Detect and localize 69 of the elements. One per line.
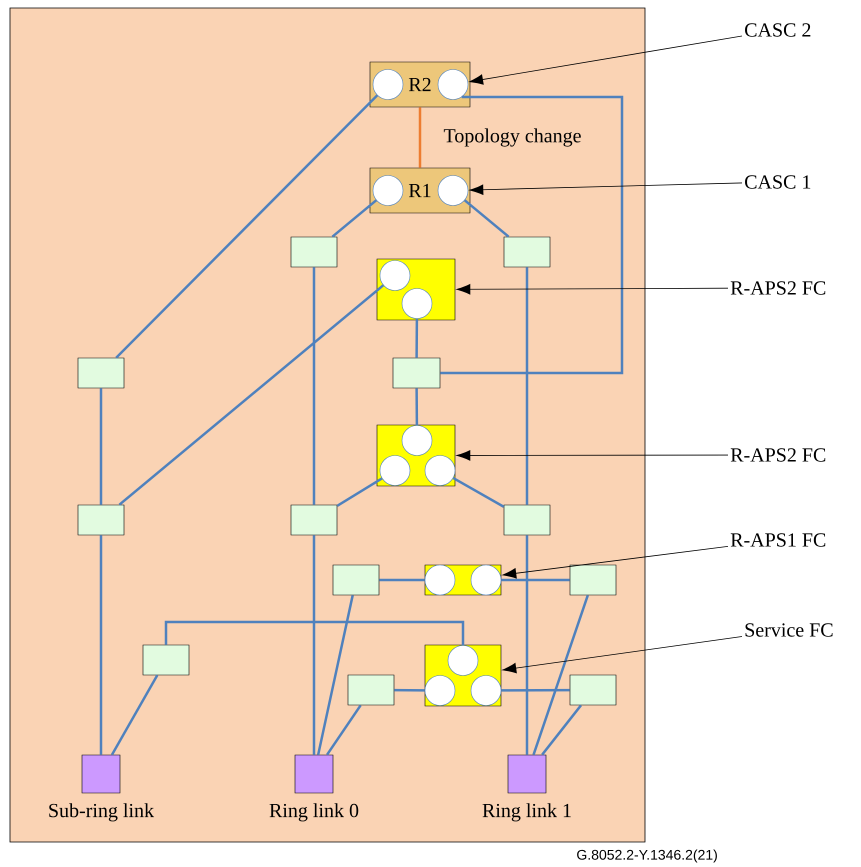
connector-line (100, 388, 102, 505)
process-box (504, 236, 550, 268)
leader-line (469, 36, 742, 85)
connector-line (336, 477, 383, 507)
edge-label: Topology change (442, 127, 582, 148)
connector-line (526, 535, 528, 755)
connector-line (110, 674, 158, 756)
connector-line (532, 594, 589, 756)
callout-label: CASC 1 (745, 175, 810, 189)
connector-line (415, 388, 418, 426)
callout-label: CASC 2 (745, 23, 810, 37)
link-label: Sub-ring link (49, 803, 154, 822)
port-circle (402, 425, 432, 456)
process-box (570, 674, 616, 706)
link-label: Ring link 1 (482, 803, 571, 822)
process-box (332, 564, 380, 596)
figure-id: G.8052.2-Y.1346.2(21) (577, 849, 717, 863)
connector-line (379, 578, 425, 582)
port-circle (372, 69, 404, 100)
connector-line (415, 318, 418, 358)
process-box (78, 504, 124, 536)
connector-line (418, 107, 422, 168)
port-circle (438, 175, 468, 206)
connector-line (440, 96, 624, 374)
port-circle (424, 455, 456, 486)
port-circle (424, 564, 456, 596)
callout-label: R-APS1 FC (730, 533, 826, 547)
connector-line (316, 595, 354, 755)
process-box (290, 504, 338, 536)
port-circle (372, 175, 404, 206)
connector-line (394, 688, 425, 692)
callout-label: Service FC (746, 623, 833, 637)
callout-label: R-APS2 FC (730, 281, 826, 295)
process-box (348, 674, 394, 706)
connector-line (326, 704, 362, 756)
port-circle (380, 455, 410, 486)
connector-line (312, 535, 316, 755)
process-box (504, 504, 550, 536)
port-circle (470, 675, 502, 706)
port-circle (380, 260, 410, 291)
process-box (290, 236, 338, 268)
port-circle (438, 69, 468, 100)
connector-line (501, 578, 570, 582)
leader-line (456, 450, 728, 461)
process-box (392, 358, 440, 388)
process-box (570, 564, 616, 596)
port-circle (448, 645, 478, 676)
port-circle (402, 288, 432, 319)
callout-label: R-APS2 FC (730, 448, 826, 462)
connector-line (164, 620, 464, 646)
connector-line (332, 199, 378, 238)
port-circle (470, 564, 502, 596)
connector-line (452, 476, 504, 508)
connector-line (501, 688, 570, 692)
connector-line (464, 199, 510, 238)
process-box (78, 358, 124, 388)
connector-line (115, 94, 378, 359)
link-label: Ring link 0 (270, 803, 358, 822)
connector-line (312, 267, 316, 505)
leader-line (456, 284, 728, 294)
leader-line (502, 546, 728, 578)
process-box (142, 644, 190, 676)
connector-line (118, 284, 384, 506)
leader-line (502, 636, 742, 674)
connector-line (526, 267, 528, 505)
port-circle (424, 675, 456, 706)
connector-line (100, 535, 102, 755)
connector-line (541, 704, 582, 756)
leader-line (470, 182, 742, 195)
